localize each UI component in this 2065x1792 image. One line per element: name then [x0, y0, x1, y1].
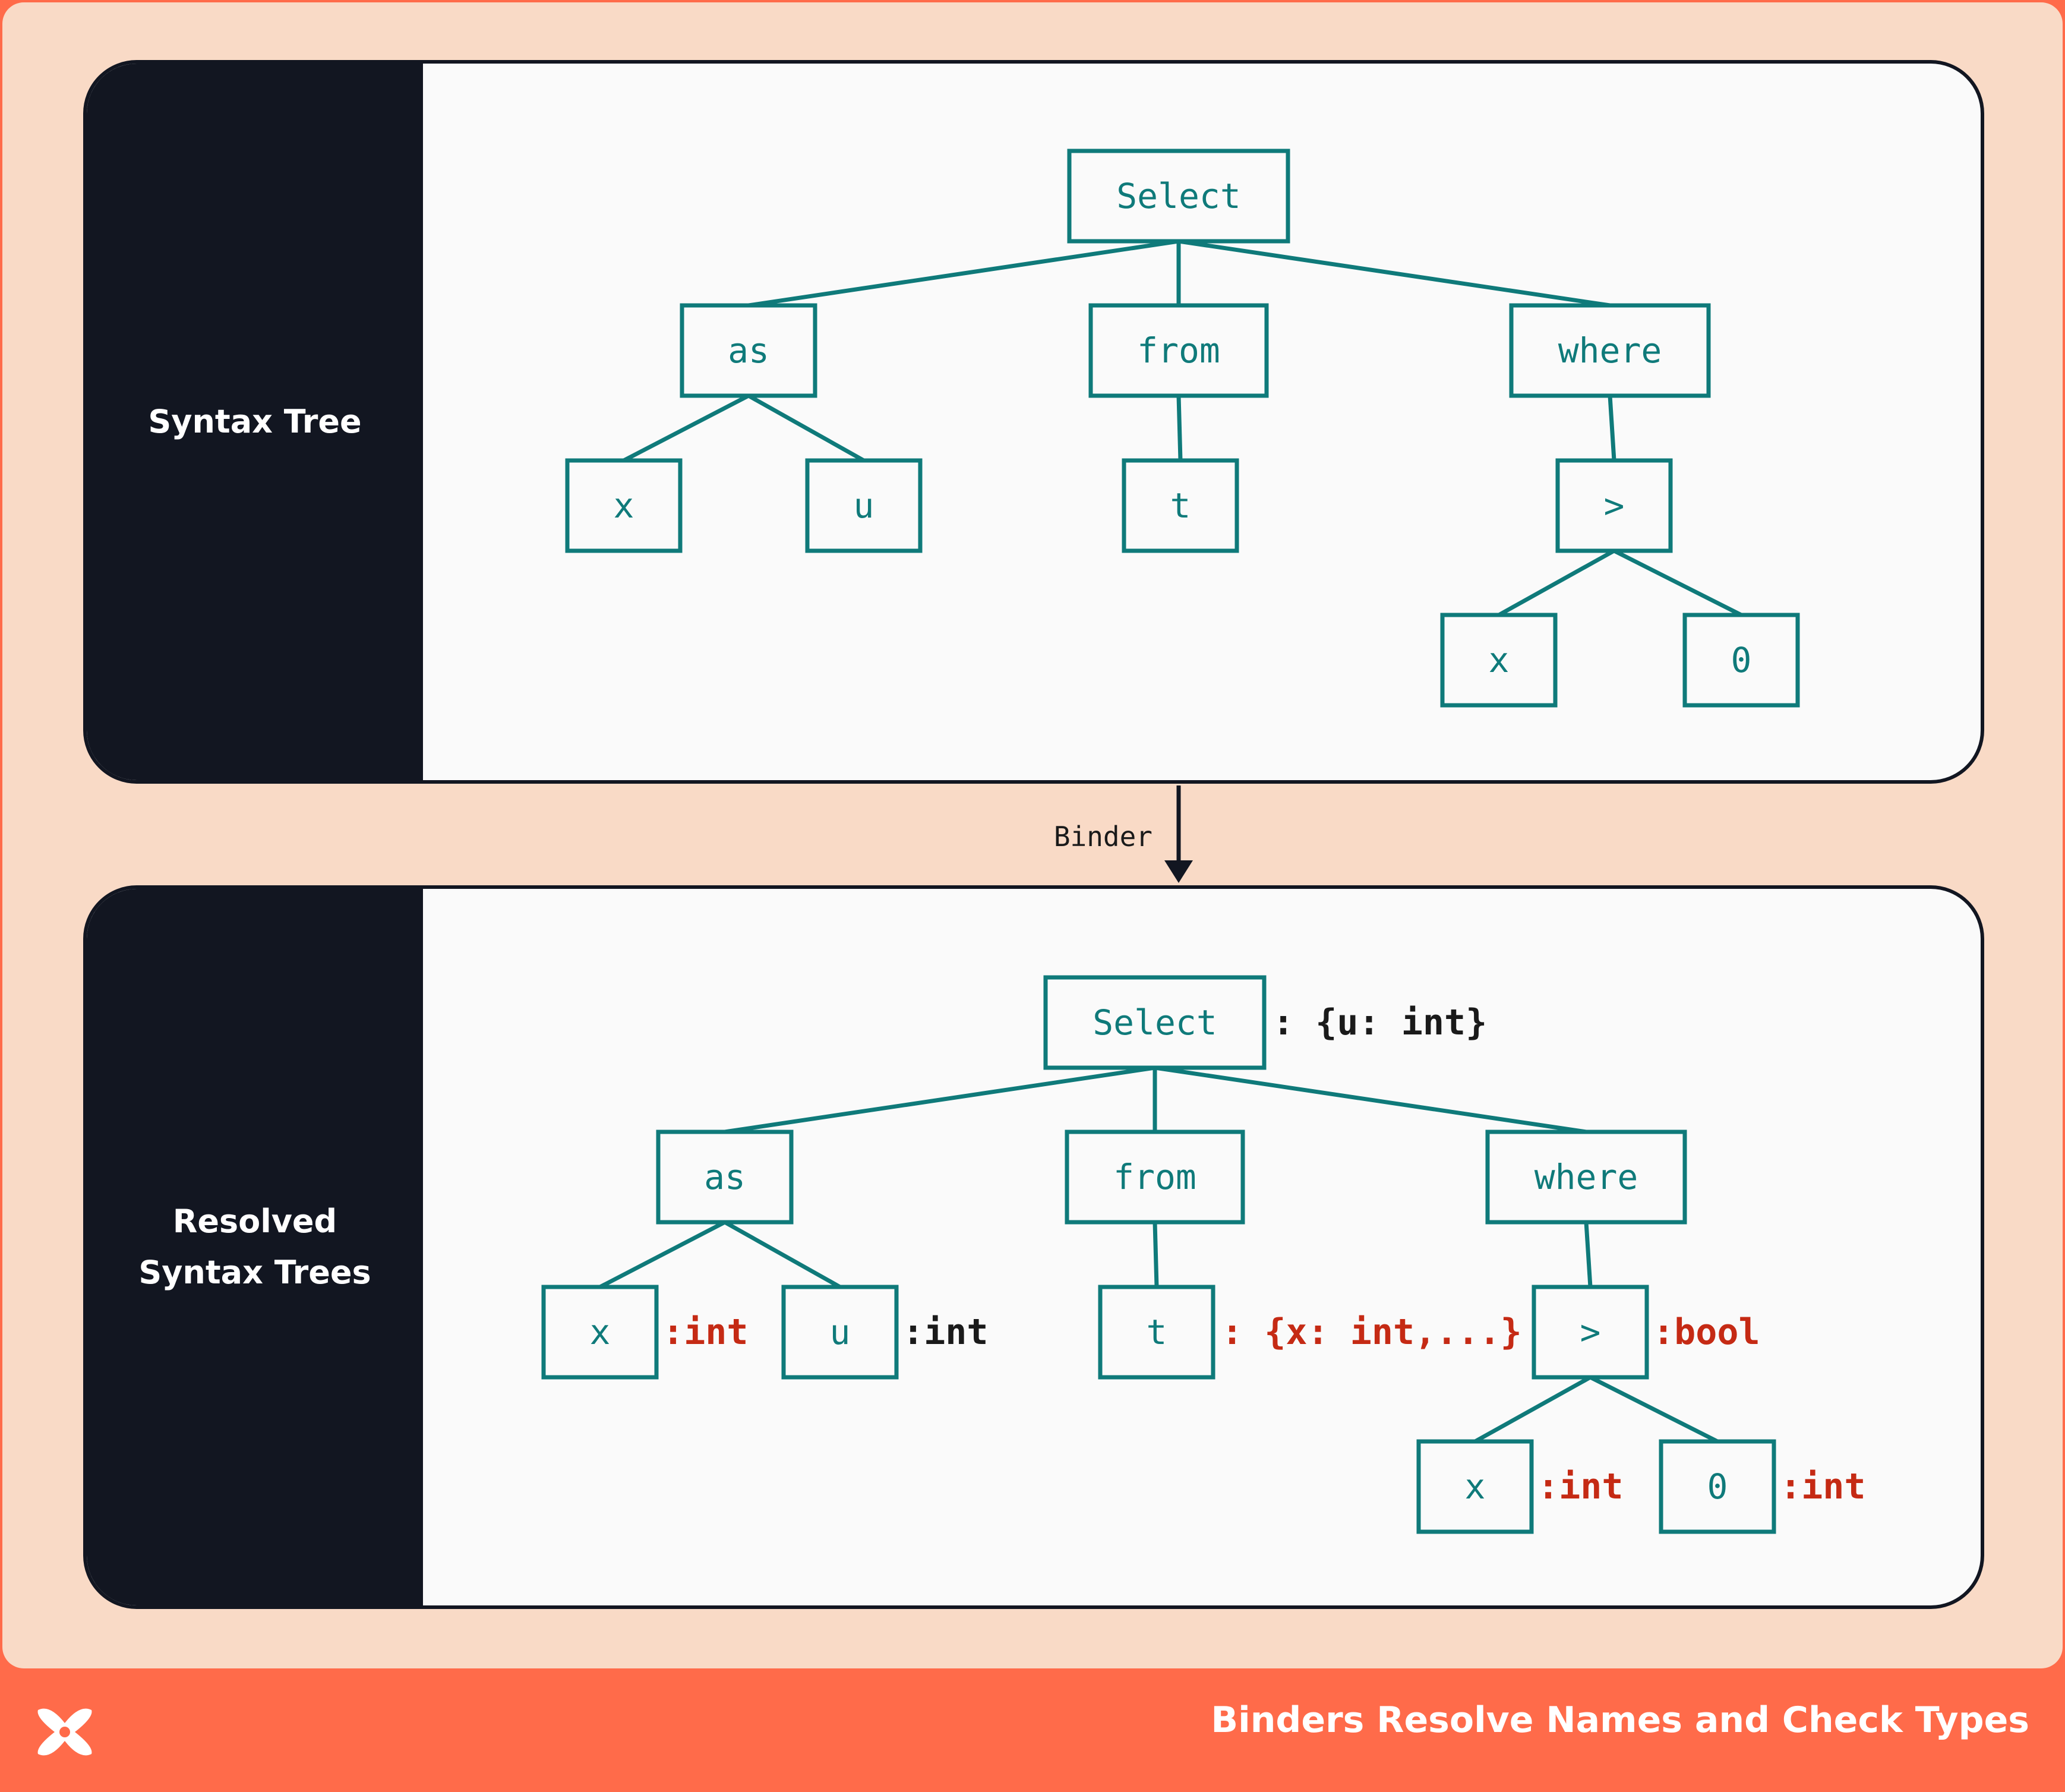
- tree-edge: [724, 1220, 841, 1289]
- panel-title-line: Resolved: [172, 1203, 337, 1240]
- footer-title: Binders Resolve Names and Check Types: [1211, 1699, 2029, 1741]
- tree-node-from: from: [1065, 1130, 1245, 1225]
- tree-edge: [599, 1220, 726, 1289]
- node-label: as: [704, 1157, 746, 1197]
- node-label: where: [1534, 1157, 1638, 1197]
- tree-node-t: t: [1098, 1285, 1215, 1380]
- binder-label: Binder: [1054, 821, 1153, 853]
- resolved-tree-panel: Resolved Syntax Trees: [83, 885, 1984, 1609]
- node-label: >: [1604, 485, 1625, 526]
- tree-node-x2: x: [1416, 1439, 1534, 1534]
- tree-node-zero: 0: [1659, 1439, 1776, 1534]
- tree-edge: [1589, 1375, 1719, 1444]
- node-box: [1098, 1285, 1215, 1380]
- tree-node-where: where: [1509, 303, 1711, 398]
- node-box: [781, 1285, 899, 1380]
- node-label: 0: [1707, 1466, 1728, 1507]
- node-label: x: [590, 1312, 611, 1352]
- node-label: 0: [1731, 640, 1752, 680]
- node-label: x: [1465, 1466, 1486, 1507]
- tree-node-u: u: [805, 458, 923, 553]
- tree-edge: [1608, 395, 1616, 461]
- tree-edge: [1474, 1375, 1592, 1444]
- tree-node-u: u: [781, 1285, 899, 1380]
- node-box: [1532, 1285, 1649, 1380]
- node-box: [1440, 613, 1558, 708]
- tree-node-gt: >: [1555, 458, 1673, 553]
- tree-node-zero: 0: [1682, 613, 1800, 708]
- node-label: where: [1558, 330, 1662, 371]
- node-box: [1682, 613, 1800, 708]
- node-box: [541, 1285, 659, 1380]
- syntax-tree-panel: Syntax Tree: [83, 60, 1984, 784]
- node-box: [1416, 1439, 1534, 1534]
- tree-edge: [1153, 1222, 1159, 1288]
- node-label: x: [614, 485, 634, 526]
- node-box: [1065, 1130, 1245, 1225]
- tree-node-t: t: [1122, 458, 1239, 553]
- node-box: [1043, 975, 1267, 1070]
- type-annotation: : {u: int}: [1273, 1002, 1487, 1043]
- node-label: Select: [1116, 176, 1241, 216]
- tree-node-select: Select: [1067, 149, 1290, 244]
- tree-edge: [1176, 395, 1183, 461]
- tree-node-x1: x: [565, 458, 683, 553]
- tree-edge: [1498, 548, 1615, 617]
- tree-node-where: where: [1485, 1130, 1687, 1225]
- tree-edge: [1178, 239, 1611, 308]
- type-annotation: :int: [662, 1311, 749, 1353]
- x-logo-icon: [37, 1708, 92, 1756]
- type-annotation: : {x: int,...}: [1221, 1311, 1522, 1353]
- type-annotation: :int: [902, 1311, 989, 1353]
- syntax-tree-panel-title: Syntax Tree: [87, 64, 423, 780]
- tree-edge: [748, 239, 1179, 308]
- node-label: u: [830, 1312, 851, 1352]
- tree-edge: [724, 1065, 1155, 1134]
- tree-node-x2: x: [1440, 613, 1558, 708]
- type-annotation: :int: [1537, 1466, 1624, 1507]
- tree-edge: [623, 393, 750, 463]
- tree-node-select: Select: [1043, 975, 1267, 1070]
- node-box: [656, 1130, 794, 1225]
- panel-title-line: Syntax Trees: [138, 1254, 371, 1291]
- type-annotation: :int: [1780, 1466, 1866, 1507]
- node-label: from: [1137, 330, 1220, 371]
- binder-arrow-head: [1164, 860, 1193, 883]
- node-label: as: [728, 330, 769, 371]
- tree-node-gt: >: [1532, 1285, 1649, 1380]
- node-box: [1088, 303, 1269, 398]
- node-box: [1485, 1130, 1687, 1225]
- tree-node-as: as: [656, 1130, 794, 1225]
- node-box: [1122, 458, 1239, 553]
- node-box: [565, 458, 683, 553]
- node-label: >: [1580, 1312, 1601, 1352]
- type-annotation: :bool: [1653, 1311, 1760, 1353]
- node-box: [680, 303, 817, 398]
- panel-title-line: Syntax Tree: [148, 403, 362, 440]
- tree-node-from: from: [1088, 303, 1269, 398]
- tree-edge: [747, 393, 865, 463]
- node-box: [1509, 303, 1711, 398]
- node-label: u: [854, 485, 874, 526]
- tree-node-x1: x: [541, 1285, 659, 1380]
- tree-edge: [1584, 1222, 1593, 1288]
- node-box: [805, 458, 923, 553]
- resolved-tree-panel-title: Resolved Syntax Trees: [87, 889, 423, 1605]
- tree-edge: [1154, 1065, 1587, 1134]
- node-box: [1067, 149, 1290, 244]
- tree-node-as: as: [680, 303, 817, 398]
- node-box: [1659, 1439, 1776, 1534]
- tree-edge: [1613, 548, 1742, 617]
- node-label: from: [1113, 1157, 1196, 1197]
- node-label: x: [1489, 640, 1510, 680]
- node-label: t: [1170, 485, 1191, 526]
- node-label: t: [1147, 1312, 1167, 1352]
- node-label: Select: [1093, 1002, 1217, 1043]
- node-box: [1555, 458, 1673, 553]
